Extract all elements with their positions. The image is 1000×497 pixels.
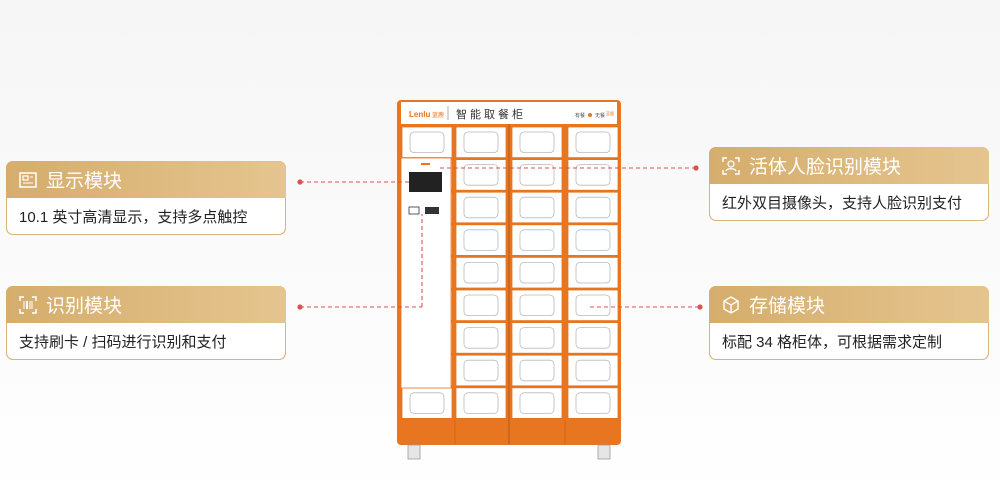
locker-window: [575, 261, 611, 284]
cabinet-badge-left: 有餐: [575, 112, 585, 119]
locker-window: [519, 359, 555, 382]
storage-module-callout: 存储模块 标配 34 格柜体，可根据需求定制: [709, 286, 989, 360]
locker-window: [519, 164, 555, 186]
display-screen: [409, 172, 442, 192]
scan-module-header: 识别模块: [6, 286, 286, 323]
locker-window: [463, 229, 499, 251]
locker-window: [519, 131, 555, 154]
locker-window: [519, 261, 555, 284]
cabinet-header: [401, 102, 617, 124]
cabinet-title: 智能取餐柜: [456, 107, 526, 121]
scan-icon: [19, 295, 37, 314]
locker-window: [463, 196, 499, 219]
locker-window: [409, 131, 445, 154]
display-module-callout: 显示模块 10.1 英寸高清显示，支持多点触控: [6, 161, 286, 235]
box-icon: [723, 295, 739, 314]
cabinet-foot-left: [407, 444, 421, 460]
cabinet-badge-extra: 蓝鹿: [606, 110, 614, 116]
locker-window: [519, 327, 555, 349]
display-module-desc: 10.1 英寸高清显示，支持多点触控: [6, 198, 286, 235]
locker-window: [575, 392, 611, 414]
card-reader: [408, 206, 420, 215]
face-module-callout: 活体人脸识别模块 红外双目摄像头，支持人脸识别支付: [709, 147, 989, 221]
display-module-header: 显示模块: [6, 161, 286, 198]
locker-window: [575, 327, 611, 349]
screen-panel: [400, 157, 452, 389]
locker-window: [463, 261, 499, 284]
scan-module-callout: 识别模块 支持刷卡 / 扫码进行识别和支付: [6, 286, 286, 360]
display-module-title: 显示模块: [46, 171, 123, 192]
locker-window: [463, 294, 499, 317]
locker-window: [519, 196, 555, 219]
locker-window: [519, 229, 555, 251]
face-scan-icon: [722, 156, 740, 175]
scan-module-title: 识别模块: [46, 296, 123, 317]
display-icon: [19, 171, 37, 188]
locker-window: [575, 131, 611, 154]
cabinet-foot-right: [597, 444, 611, 460]
camera-module: [425, 207, 439, 214]
storage-module-desc: 标配 34 格柜体，可根据需求定制: [709, 323, 989, 360]
locker-window: [575, 359, 611, 382]
locker-window: [575, 294, 611, 317]
locker-window: [463, 359, 499, 382]
locker-window: [409, 392, 445, 414]
locker-window: [519, 294, 555, 317]
storage-module-header: 存储模块: [709, 286, 989, 323]
locker-window: [575, 196, 611, 219]
cabinet-brand: Lenlu: [409, 110, 430, 119]
face-module-desc: 红外双目摄像头，支持人脸识别支付: [709, 184, 989, 221]
cabinet-badge-right: 无餐: [595, 112, 605, 119]
locker-window: [463, 131, 499, 154]
locker-window: [575, 229, 611, 251]
locker-window: [463, 164, 499, 186]
face-module-header: 活体人脸识别模块: [709, 147, 989, 184]
face-module-title: 活体人脸识别模块: [749, 157, 902, 178]
locker-window: [463, 327, 499, 349]
cabinet-brand-cn: 蓝鹿: [432, 111, 444, 119]
storage-module-title: 存储模块: [749, 296, 826, 317]
locker-window: [519, 392, 555, 414]
scan-module-desc: 支持刷卡 / 扫码进行识别和支付: [6, 323, 286, 360]
locker-window: [575, 164, 611, 186]
locker-window: [463, 392, 499, 414]
